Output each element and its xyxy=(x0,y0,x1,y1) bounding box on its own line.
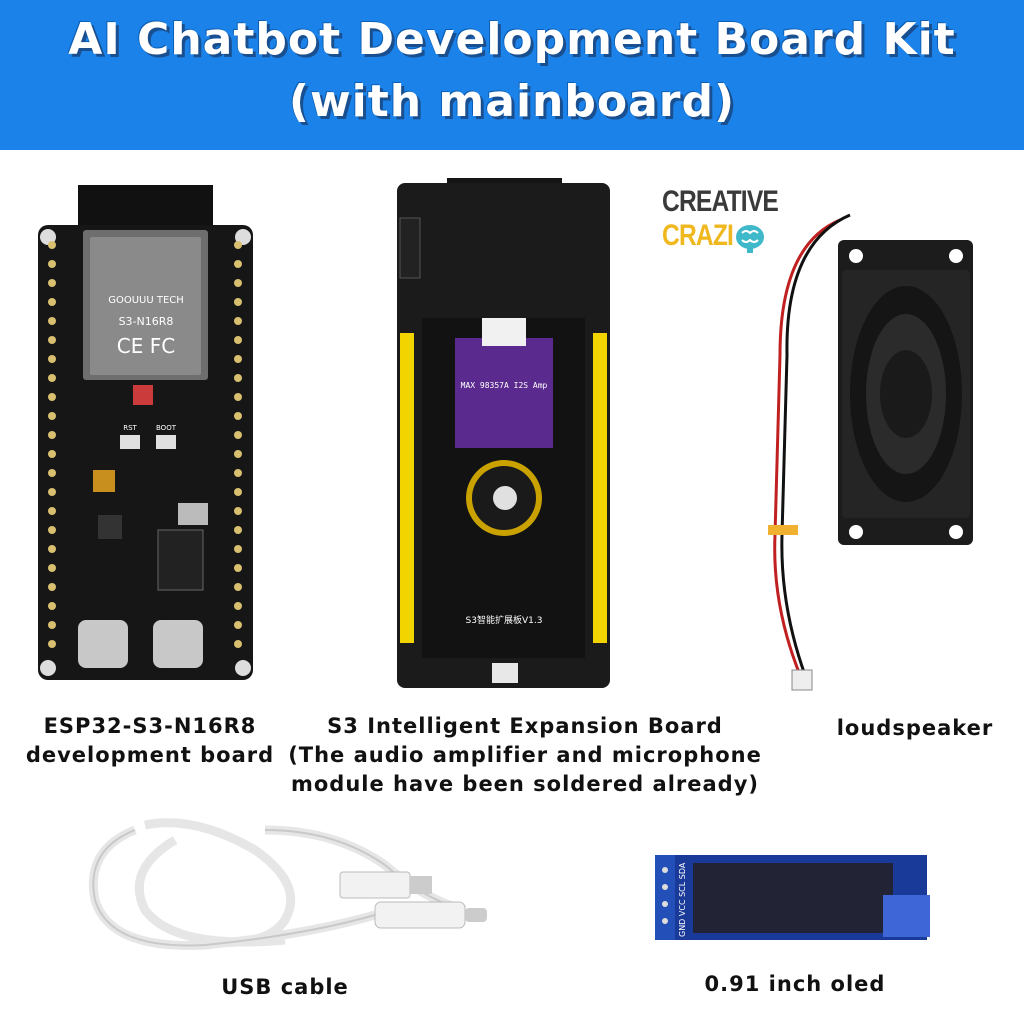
header-pin xyxy=(48,545,56,553)
usb-cable-caption: USB cable xyxy=(221,975,349,999)
chip-cert-marks: CE FC xyxy=(117,334,175,358)
oled-display-image: GND VCC SCL SDA xyxy=(655,855,930,940)
header-pin xyxy=(48,583,56,591)
header-pin xyxy=(234,507,242,515)
header-pin xyxy=(48,450,56,458)
header-pin xyxy=(234,564,242,572)
header-pin xyxy=(234,526,242,534)
header-pin xyxy=(48,241,56,249)
header-pin xyxy=(234,374,242,382)
expansion-board-caption: S3 Intelligent Expansion Board (The audi… xyxy=(270,712,780,799)
header-pin xyxy=(234,488,242,496)
header-pin xyxy=(234,602,242,610)
header-pin xyxy=(48,469,56,477)
header-pin xyxy=(234,640,242,648)
header-pin xyxy=(234,336,242,344)
header-pin xyxy=(234,393,242,401)
logo-line2: CRAZI xyxy=(662,219,734,252)
amp-module-label: MAX 98357A I2S Amp xyxy=(461,381,548,390)
header-pin xyxy=(48,393,56,401)
banner-title-line1: AI Chatbot Development Board Kit xyxy=(68,14,956,65)
header-pin xyxy=(48,317,56,325)
expansion-board-caption-line2: (The audio amplifier and microphone xyxy=(288,743,762,767)
header-pin xyxy=(234,545,242,553)
boot-button-label: BOOT xyxy=(156,424,177,432)
header-pin xyxy=(234,241,242,249)
header-pin xyxy=(234,317,242,325)
expansion-board-caption-line3: module have been soldered already) xyxy=(291,772,759,796)
header-pin xyxy=(234,412,242,420)
expansion-board-version-label: S3智能扩展板V1.3 xyxy=(466,614,543,626)
header-pin xyxy=(48,431,56,439)
oled-caption: 0.91 inch oled xyxy=(704,972,886,996)
header-pin xyxy=(48,526,56,534)
header-pin xyxy=(48,336,56,344)
header-pin xyxy=(48,564,56,572)
dev-board-caption-line1: ESP32-S3-N16R8 xyxy=(43,714,257,738)
header-pin xyxy=(234,355,242,363)
header-pin xyxy=(48,260,56,268)
header-pin xyxy=(234,450,242,458)
header-pin xyxy=(48,621,56,629)
header-pin xyxy=(48,298,56,306)
header-pin xyxy=(48,488,56,496)
header-pin xyxy=(48,412,56,420)
header-pin xyxy=(234,260,242,268)
header-pin xyxy=(48,640,56,648)
header-pin xyxy=(234,279,242,287)
logo-line1: CREATIVE xyxy=(662,185,779,218)
brain-icon xyxy=(736,225,764,253)
header-pin xyxy=(48,374,56,382)
oled-pin-labels: GND VCC SCL SDA xyxy=(678,862,687,937)
header-pin xyxy=(234,469,242,477)
creative-crazi-logo: CREATIVE CRAZI xyxy=(662,185,779,265)
banner-title-line2: (with mainboard) xyxy=(288,76,736,127)
loudspeaker-image xyxy=(768,213,973,691)
dev-board-caption-line2: development board xyxy=(25,743,275,767)
header-pin xyxy=(234,621,242,629)
title-banner: AI Chatbot Development Board Kit (with m… xyxy=(0,0,1024,150)
chip-model-label: S3-N16R8 xyxy=(119,315,174,328)
header-pin xyxy=(234,583,242,591)
header-pin xyxy=(48,279,56,287)
esp32-dev-board-image: GOOUUU TECH S3-N16R8 CE FC RST BOOT xyxy=(38,185,253,680)
header-pin xyxy=(48,602,56,610)
rst-button-label: RST xyxy=(123,424,137,432)
header-pin xyxy=(234,431,242,439)
speaker-caption: loudspeaker xyxy=(836,716,994,740)
dev-board-caption: ESP32-S3-N16R8 development board xyxy=(20,712,280,770)
usb-cable-image xyxy=(88,818,487,950)
header-pin xyxy=(234,298,242,306)
chip-brand-label: GOOUUU TECH xyxy=(108,295,184,306)
expansion-board-image: MAX 98357A I2S Amp S3智能扩展板V1.3 xyxy=(397,178,610,688)
header-pin xyxy=(48,355,56,363)
header-pin xyxy=(48,507,56,515)
expansion-board-caption-line1: S3 Intelligent Expansion Board xyxy=(327,714,723,738)
